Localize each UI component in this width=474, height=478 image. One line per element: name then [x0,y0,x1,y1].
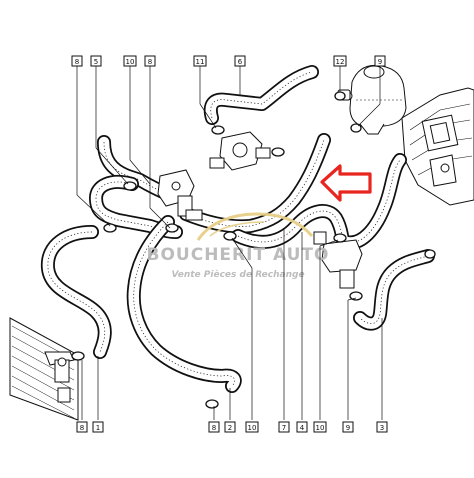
svg-text:7: 7 [282,424,286,432]
svg-text:10: 10 [248,424,257,432]
svg-text:1: 1 [96,424,100,432]
callout-top-5: 11 [193,55,207,67]
callout-top-3: 10 [123,55,137,67]
callout-bottom-10: 3 [376,421,388,433]
svg-text:9: 9 [346,424,350,432]
callouts-top: 8 5 10 8 11 6 12 9 [71,55,386,67]
svg-text:4: 4 [300,424,305,432]
red-arrow-icon [320,164,372,202]
callout-top-4: 8 [144,55,156,67]
expansion-tank [337,64,407,135]
callout-bottom-7: 4 [296,421,308,433]
callout-bottom-4: 2 [224,421,236,433]
svg-text:5: 5 [94,58,98,66]
callout-bottom-8: 10 [313,421,327,433]
callout-top-1: 8 [71,55,83,67]
callout-top-7: 12 [333,55,347,67]
heater-unit [401,87,474,206]
callout-bottom-9: 9 [342,421,354,433]
callout-top-2: 5 [90,55,102,67]
callouts-bottom: 8 1 8 2 10 7 4 10 9 3 [76,421,388,433]
thermostat-housing [209,131,271,171]
watermark-brand: BOUCHERIT AUTO [147,245,330,265]
svg-text:2: 2 [228,424,232,432]
junction-block [157,169,203,221]
callout-bottom-6: 7 [278,421,290,433]
svg-text:8: 8 [148,58,152,66]
callout-top-8: 9 [374,55,386,67]
svg-text:8: 8 [75,58,79,66]
svg-text:8: 8 [212,424,216,432]
svg-text:8: 8 [80,424,84,432]
leader-lines [76,66,383,420]
svg-text:10: 10 [126,58,135,66]
svg-text:11: 11 [196,58,205,66]
callout-bottom-2: 1 [92,421,104,433]
svg-text:3: 3 [380,424,384,432]
svg-text:6: 6 [238,58,243,66]
callout-bottom-5: 10 [245,421,259,433]
radiator [9,317,79,421]
svg-text:12: 12 [336,58,345,66]
watermark: BOUCHERIT AUTO Vente Pièces de Rechange [147,212,330,280]
svg-text:9: 9 [378,58,382,66]
watermark-tagline: Vente Pièces de Rechange [171,269,304,280]
callout-bottom-1: 8 [76,421,88,433]
svg-text:10: 10 [316,424,325,432]
callout-top-6: 6 [234,55,246,67]
callout-bottom-3: 8 [208,421,220,433]
water-valve [313,231,363,289]
car-silhouette-icon [196,212,314,241]
